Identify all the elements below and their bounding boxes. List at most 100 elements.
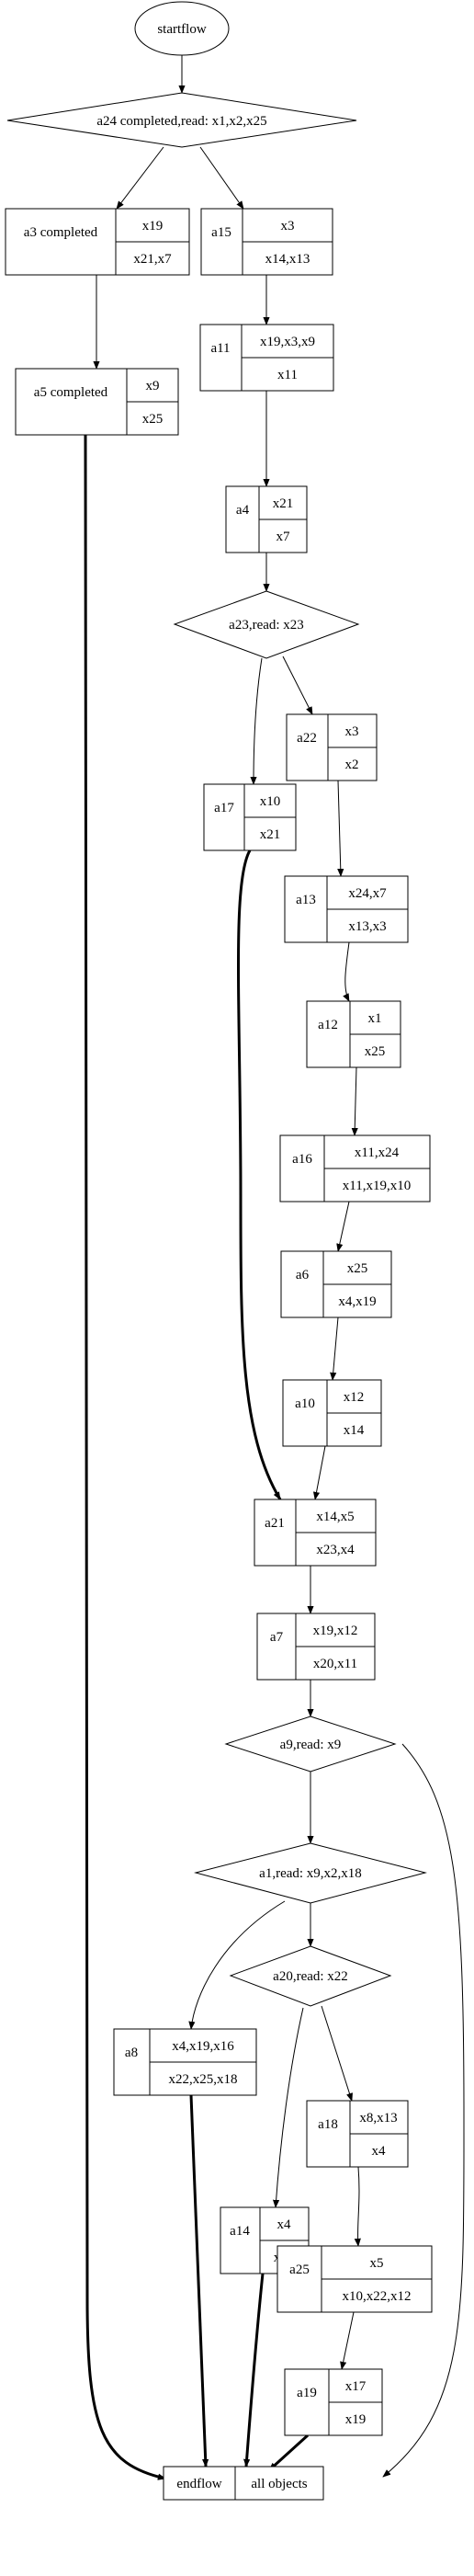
node-a16-top: x11,x24 — [355, 1146, 400, 1160]
node-a19: a19 x17 x19 — [284, 2368, 383, 2436]
node-a18-name: a18 — [318, 2117, 338, 2132]
node-a3-top: x19 — [142, 219, 164, 234]
node-a5-bottom: x25 — [142, 412, 164, 427]
node-a6-name: a6 — [296, 1268, 310, 1282]
edge-d9-endflow — [382, 1743, 465, 2478]
node-a21-top: x14,x5 — [316, 1510, 354, 1524]
edge-a18-a25 — [354, 2166, 361, 2247]
node-a18-top: x8,x13 — [359, 2111, 397, 2126]
edge-a12-a16 — [351, 1066, 358, 1136]
node-a19-top: x17 — [345, 2379, 367, 2394]
node-a25-bottom: x10,x22,x12 — [343, 2289, 412, 2304]
node-a4: a4 x21 x7 — [225, 485, 308, 553]
node-a25-top: x5 — [370, 2256, 384, 2271]
node-a10-name: a10 — [295, 1396, 315, 1411]
edge-a8-endflow — [189, 2094, 209, 2468]
edge-d20-a18 — [321, 2005, 353, 2102]
node-a25: a25 x5 x10,x22,x12 — [276, 2245, 433, 2313]
node-a5: a5 completed x9 x25 — [15, 368, 179, 436]
node-a10: a10 x12 x14 — [282, 1379, 382, 1447]
node-a5-top: x9 — [146, 379, 160, 393]
node-a21: a21 x14,x5 x23,x4 — [254, 1499, 377, 1567]
node-a16-bottom: x11,x19,x10 — [343, 1179, 411, 1193]
node-a8: a8 x4,x19,x16 x22,x25,x18 — [113, 2028, 257, 2096]
edge-d1-a8 — [188, 1900, 286, 2030]
node-a22-name: a22 — [297, 731, 317, 746]
node-a4-top: x21 — [273, 496, 294, 511]
node-a12-top: x1 — [368, 1011, 382, 1026]
node-a14: a14 x4 x19 — [220, 2206, 310, 2274]
node-a6: a6 x25 x4,x19 — [280, 1250, 392, 1318]
edge-a10-a21 — [312, 1445, 326, 1500]
node-a8-bottom: x22,x25,x18 — [169, 2072, 238, 2087]
node-a11-name: a11 — [210, 341, 230, 356]
node-a3: a3 completed x19 x21,x7 — [5, 208, 190, 276]
node-a14-name: a14 — [230, 2224, 250, 2239]
decision-a9: a9,read: x9 — [224, 1715, 397, 1772]
node-a19-bottom: x19 — [345, 2412, 367, 2427]
decision-a23-label: a23,read: x23 — [229, 618, 304, 633]
node-a5-name: a5 completed — [34, 385, 108, 400]
node-a17-name: a17 — [214, 801, 234, 815]
node-a12-bottom: x25 — [365, 1044, 386, 1059]
node-a16: a16 x11,x24 x11,x19,x10 — [279, 1134, 431, 1203]
edge-d23-a22 — [282, 655, 313, 715]
node-a11-top: x19,x3,x9 — [260, 335, 315, 349]
node-a21-name: a21 — [265, 1516, 285, 1531]
node-a3-bottom: x21,x7 — [133, 252, 172, 267]
edge-d20-a14 — [272, 2007, 304, 2208]
edge-a13-a12 — [343, 941, 350, 1002]
decision-a20-label: a20,read: x22 — [273, 1969, 348, 1984]
node-a8-top: x4,x19,x16 — [172, 2039, 234, 2054]
node-a22: a22 x3 x2 — [286, 713, 378, 781]
node-a15-bottom: x14,x13 — [265, 252, 310, 267]
decision-a24: a24 completed,read: x1,x2,x25 — [6, 92, 357, 148]
node-a10-bottom: x14 — [344, 1423, 365, 1438]
decision-a24-label: a24 completed,read: x1,x2,x25 — [96, 114, 266, 129]
node-a7-bottom: x20,x11 — [313, 1657, 357, 1671]
node-a16-name: a16 — [292, 1152, 312, 1167]
end-node: endflow all objects — [163, 2466, 324, 2501]
node-a8-name: a8 — [125, 2046, 138, 2060]
node-a6-bottom: x4,x19 — [338, 1294, 376, 1309]
node-a18: a18 x8,x13 x4 — [306, 2100, 409, 2168]
node-a11: a11 x19,x3,x9 x11 — [199, 324, 334, 392]
node-a7-name: a7 — [270, 1630, 284, 1645]
node-a22-bottom: x2 — [345, 758, 359, 772]
node-a25-name: a25 — [289, 2263, 310, 2277]
node-a12-name: a12 — [318, 1018, 338, 1032]
node-a18-bottom: x4 — [372, 2144, 387, 2159]
node-a12: a12 x1 x25 — [306, 1000, 401, 1068]
edge-a14-endflow — [243, 2273, 265, 2468]
decision-a1-label: a1,read: x9,x2,x18 — [259, 1866, 362, 1881]
start-node: startflow — [134, 1, 230, 56]
decision-a20: a20,read: x22 — [229, 1945, 392, 2007]
node-a22-top: x3 — [345, 724, 359, 739]
edge-a25-a19 — [340, 2311, 355, 2370]
node-a15-top: x3 — [281, 219, 295, 234]
edge-a17-a21 — [237, 849, 282, 1500]
node-a17-bottom: x21 — [260, 827, 281, 842]
node-a13: a13 x24,x7 x13,x3 — [284, 875, 409, 943]
end-label: all objects — [251, 2477, 307, 2491]
node-a13-bottom: x13,x3 — [348, 919, 386, 934]
node-a4-bottom: x7 — [276, 530, 291, 544]
edge-a19-endflow — [267, 2434, 310, 2472]
node-a17-top: x10 — [260, 794, 281, 809]
decision-a1: a1,read: x9,x2,x18 — [194, 1842, 427, 1904]
edge-a6-a10 — [330, 1316, 339, 1381]
edge-d23-a17 — [250, 657, 263, 785]
decision-a9-label: a9,read: x9 — [280, 1738, 342, 1752]
node-a7-top: x19,x12 — [313, 1624, 358, 1638]
edge-a16-a6 — [336, 1201, 350, 1252]
node-a15: a15 x3 x14,x13 — [200, 208, 333, 276]
node-a14-top: x4 — [277, 2217, 292, 2232]
start-label: startflow — [157, 22, 206, 37]
node-a11-bottom: x11 — [277, 368, 298, 382]
node-a3-name: a3 completed — [24, 225, 98, 240]
node-a13-top: x24,x7 — [348, 886, 387, 901]
edge-a22-a13 — [337, 780, 344, 877]
edge-d24-a15 — [199, 146, 244, 210]
node-a15-name: a15 — [211, 225, 231, 240]
